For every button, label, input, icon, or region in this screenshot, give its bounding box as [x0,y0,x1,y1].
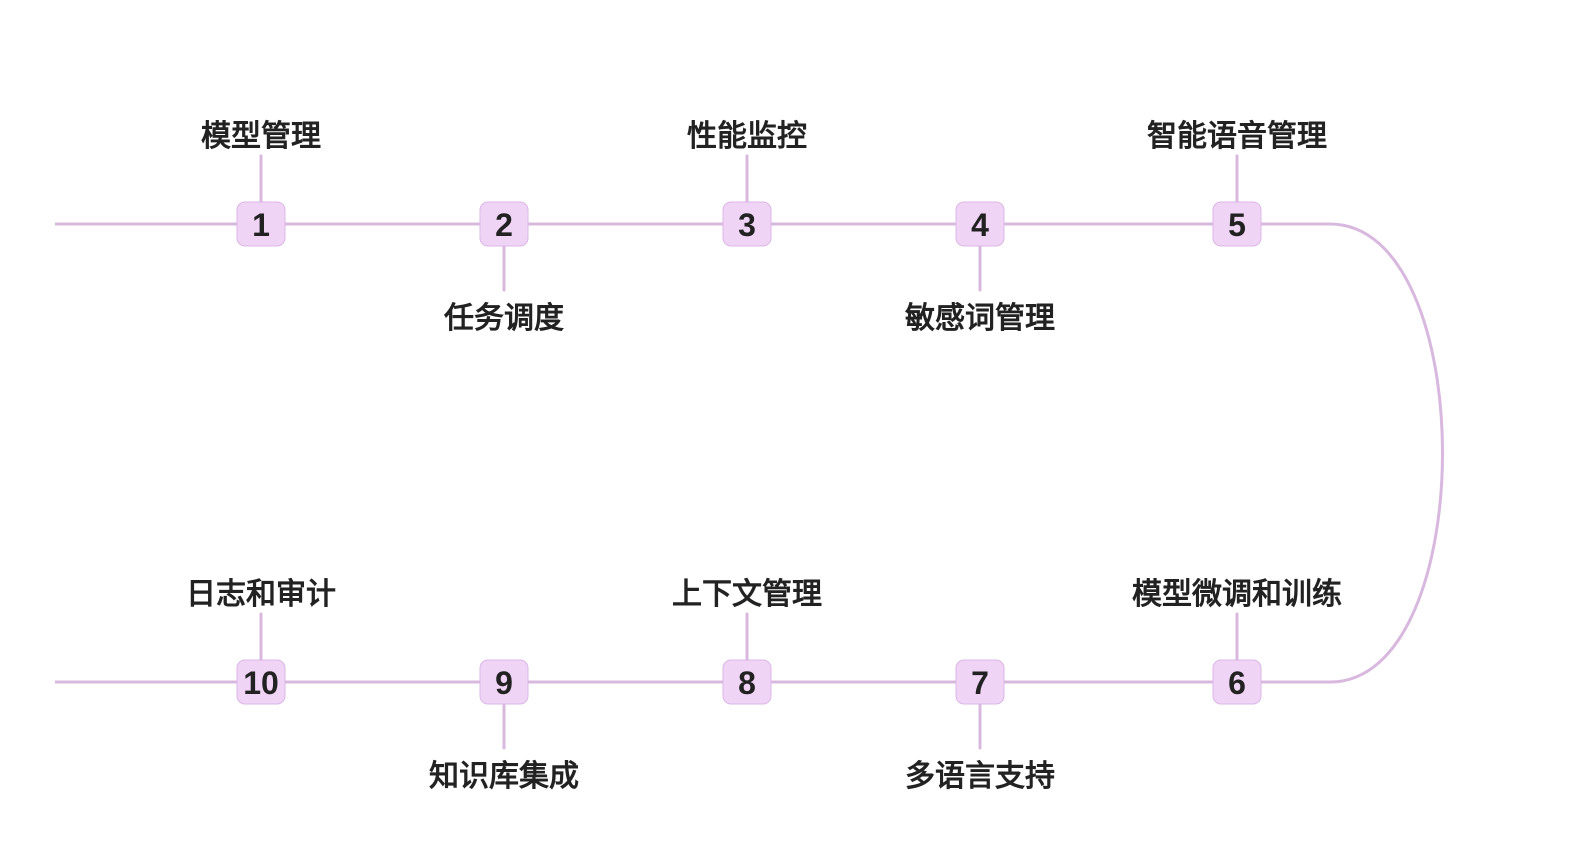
step-number: 7 [971,665,989,701]
step-number-box [479,659,529,705]
step-9: 9 知识库集成 [429,659,579,794]
step-number-box [236,201,286,247]
step-6: 6 模型微调和训练 [1132,577,1342,705]
step-number: 2 [495,207,513,243]
step-5: 5 智能语音管理 [1147,119,1327,247]
step-number-box [1212,201,1262,247]
step-number-box [479,201,529,247]
step-label: 智能语音管理 [1147,119,1327,154]
timeline-path [55,222,1444,684]
step-3: 3 性能监控 [687,119,807,247]
step-number: 1 [252,207,270,243]
step-label: 模型微调和训练 [1132,577,1342,612]
step-label: 多语言支持 [905,759,1055,794]
step-number: 5 [1228,207,1246,243]
step-label: 日志和审计 [186,577,336,612]
step-1: 1 模型管理 [201,119,321,247]
step-number-box [722,201,772,247]
step-label: 任务调度 [443,301,564,336]
step-label: 知识库集成 [429,759,579,794]
step-number-box [236,659,286,705]
step-number-box [955,659,1005,705]
step-number: 10 [243,665,279,701]
step-number: 3 [738,207,756,243]
step-number-box [722,659,772,705]
step-number: 8 [738,665,756,701]
step-number: 9 [495,665,513,701]
step-10: 10 日志和审计 [186,577,336,705]
step-number-box [955,201,1005,247]
step-label: 模型管理 [201,119,321,154]
step-label: 性能监控 [687,119,807,154]
step-8: 8 上下文管理 [672,577,822,705]
step-label: 敏感词管理 [905,301,1055,336]
step-2: 2 任务调度 [443,201,564,336]
step-7: 7 多语言支持 [905,659,1055,794]
step-number: 6 [1228,665,1246,701]
step-label: 上下文管理 [672,577,822,612]
step-number-box [1212,659,1262,705]
step-number: 4 [971,207,989,243]
step-4: 4 敏感词管理 [905,201,1055,336]
